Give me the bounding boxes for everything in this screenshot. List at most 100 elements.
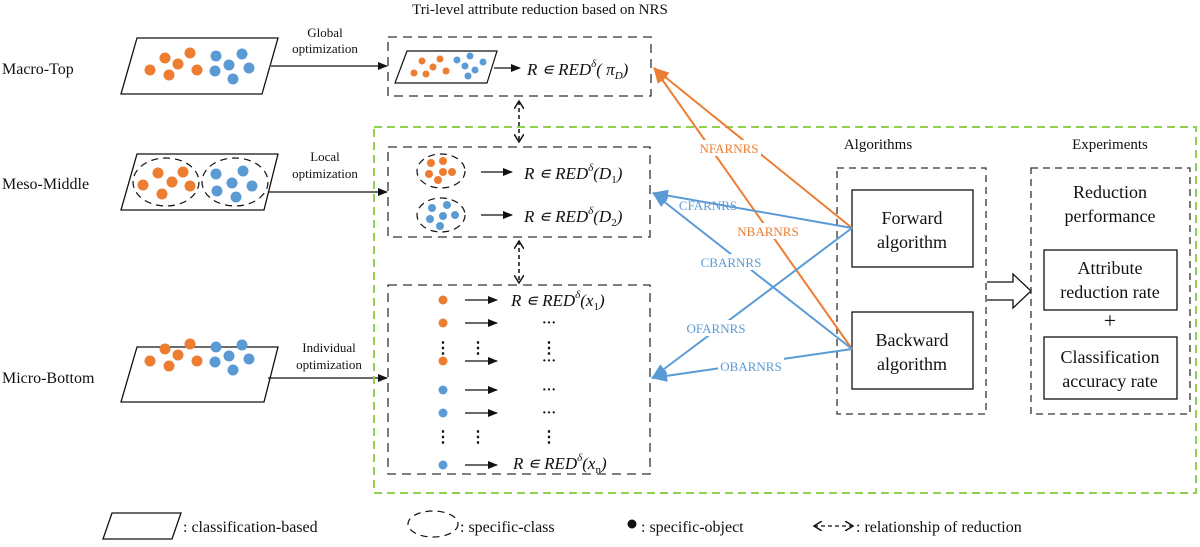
object-dot	[210, 341, 222, 353]
global-optimization-label-2: optimization	[292, 41, 358, 56]
class-ellipse-blue	[201, 157, 269, 207]
experiments-box	[1030, 167, 1191, 415]
algorithms-box	[836, 167, 987, 415]
object-dot	[156, 188, 168, 200]
object-dots	[144, 47, 255, 85]
macro-top-reduction-box	[387, 36, 652, 97]
object-dot	[209, 65, 221, 77]
attribute-reduction-rate-label: Attribute	[1078, 258, 1143, 278]
object-dot	[163, 69, 175, 81]
object-dot	[243, 353, 255, 365]
edge-cfarnrs	[652, 189, 853, 229]
edge-label-ofarnrs: OFARNRS	[686, 321, 745, 336]
object-dot	[438, 318, 448, 328]
diagram-title: Tri-level attribute reduction based on N…	[412, 2, 668, 18]
object-dots	[144, 338, 255, 376]
object-dot	[137, 179, 149, 191]
macro-top-dataset	[120, 37, 279, 95]
object-dot	[191, 64, 203, 76]
object-dot	[210, 168, 222, 180]
object-dot	[428, 204, 436, 212]
attribute-reduction-rate-box	[1043, 249, 1178, 311]
object-dot	[159, 52, 171, 64]
reduction-performance-label: Reduction	[1073, 182, 1147, 202]
object-dot	[436, 222, 444, 230]
object-dot	[163, 360, 175, 372]
edge-label-cfarnrs: CFARNRS	[679, 198, 737, 213]
edge-label-cbarnrs: CBARNRS	[701, 255, 762, 270]
edge-labels: NFARNRS NBARNRS CFARNRS CBARNRS OFARNRS …	[679, 140, 800, 374]
micro-bottom-dataset	[120, 338, 279, 403]
forward-algorithm-label-2: algorithm	[877, 232, 947, 252]
class-ellipse-orange	[132, 157, 200, 207]
experiments-header: Experiments	[1072, 137, 1148, 153]
global-optimization-label: Global	[307, 25, 343, 40]
classification-accuracy-rate-box	[1043, 336, 1178, 400]
backward-algorithm-label: Backward	[876, 330, 949, 350]
ellipsis: ···	[542, 383, 556, 398]
plus-sign: +	[1104, 308, 1116, 333]
object-dot	[464, 72, 472, 80]
legend-specific-object: : specific-object	[641, 519, 744, 536]
object-dot	[422, 70, 430, 78]
object-dots	[137, 165, 258, 203]
legend-ellipse-icon	[407, 510, 459, 538]
edge-label-nbarnrs: NBARNRS	[737, 224, 798, 239]
vertical-ellipsis: ⋮	[470, 429, 486, 446]
object-dot	[236, 339, 248, 351]
individual-optimization-label-2: optimization	[296, 357, 362, 372]
legend-classification-based: : classification-based	[183, 519, 318, 536]
reduction-formula-top: R ∊ REDδ( πD)	[526, 58, 629, 82]
object-dot	[223, 350, 235, 362]
backward-algorithm-box	[851, 311, 974, 390]
edge-label-nfarnrs: NFARNRS	[699, 141, 758, 156]
nrs-reduction-region	[373, 126, 1197, 494]
object-dots	[425, 157, 459, 230]
edge-nbarnrs	[653, 67, 853, 350]
object-dot	[438, 385, 448, 395]
ellipsis: ···	[542, 406, 556, 421]
object-dot	[429, 63, 437, 71]
object-dot	[451, 211, 459, 219]
object-dot	[438, 408, 448, 418]
class-ellipse-blue-small	[416, 197, 466, 233]
algorithms-header: Algorithms	[844, 137, 912, 153]
local-optimization-label: Local	[310, 149, 340, 164]
class-ellipse-orange-small	[416, 153, 466, 189]
object-dot	[236, 48, 248, 60]
ellipsis: ···	[542, 354, 556, 369]
object-dot	[471, 66, 479, 74]
object-dot	[144, 355, 156, 367]
object-dot	[418, 57, 426, 65]
classification-accuracy-rate-label-2: accuracy rate	[1062, 371, 1157, 391]
level-label-meso-middle: Meso-Middle	[2, 176, 89, 193]
object-dot	[436, 55, 444, 63]
object-dot	[448, 168, 456, 176]
forward-algorithm-box	[851, 189, 974, 268]
object-dot	[230, 191, 242, 203]
legend-specific-class: : specific-class	[460, 519, 555, 536]
forward-algorithm-label: Forward	[882, 208, 943, 228]
object-dot	[184, 47, 196, 59]
object-dot	[177, 166, 189, 178]
object-dot	[184, 180, 196, 192]
algorithms-to-experiments-arrow	[987, 272, 1032, 310]
backward-algorithm-label-2: algorithm	[877, 354, 947, 374]
object-dot	[159, 343, 171, 355]
object-dot	[410, 69, 418, 77]
object-dot	[227, 364, 239, 376]
object-dot	[434, 176, 442, 184]
individual-optimization-label: Individual	[302, 340, 356, 355]
edge-ofarnrs	[651, 227, 853, 379]
object-dot	[438, 356, 448, 366]
classification-accuracy-rate-label: Classification	[1061, 347, 1160, 367]
vertical-ellipsis: ⋮	[541, 340, 557, 357]
object-rows: ············⋮⋮⋮⋮⋮⋮	[435, 295, 557, 470]
reduction-formula-d2: R ∊ REDδ(D2)	[523, 205, 623, 229]
meso-middle-reduction-box	[387, 146, 651, 238]
macro-top-mini-dataset	[394, 50, 498, 84]
object-dot	[439, 168, 447, 176]
object-dot	[426, 215, 434, 223]
object-dot	[223, 59, 235, 71]
object-dot	[227, 73, 239, 85]
